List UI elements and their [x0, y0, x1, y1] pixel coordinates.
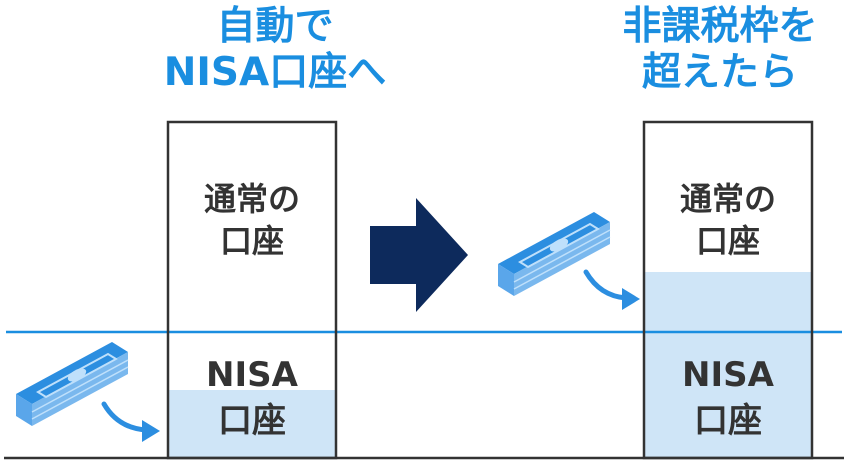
left-regular-account-label: 通常の 口座	[168, 178, 336, 262]
left-nisa-account-label-line2: 口座	[218, 401, 286, 441]
right-regular-account-label-line2: 口座	[695, 222, 760, 260]
left-regular-account-label-line1: 通常の	[203, 180, 300, 218]
curved-arrow-icon	[583, 269, 640, 310]
right-nisa-account-label-line1: NISA	[682, 355, 774, 395]
right-regular-account-label: 通常の 口座	[644, 178, 812, 262]
right-nisa-account-label: NISA 口座	[644, 352, 812, 444]
left-heading-line1: 自動で	[216, 4, 334, 49]
money-stack-icon	[16, 342, 129, 426]
left-heading-line2: NISA口座へ	[163, 50, 387, 95]
right-heading-line1: 非課税枠を	[622, 4, 818, 49]
left-nisa-account-label: NISA 口座	[168, 352, 336, 444]
left-nisa-account-label-line1: NISA	[206, 355, 298, 395]
right-account-box	[642, 120, 814, 460]
left-heading: 自動で NISA口座へ	[115, 4, 435, 96]
right-regular-account-label-line1: 通常の	[679, 180, 776, 218]
right-arrow-icon	[370, 198, 468, 312]
left-account-box	[166, 120, 338, 460]
curved-arrow-icon	[101, 401, 160, 442]
left-nisa-fill	[168, 390, 336, 458]
left-regular-account-label-line2: 口座	[219, 222, 284, 260]
right-heading-line2: 超えたら	[641, 50, 798, 95]
money-stack-icon	[498, 212, 611, 296]
right-heading: 非課税枠を 超えたら	[600, 4, 840, 96]
right-nisa-overflow-fill	[644, 272, 812, 458]
right-nisa-account-label-line2: 口座	[694, 401, 762, 441]
